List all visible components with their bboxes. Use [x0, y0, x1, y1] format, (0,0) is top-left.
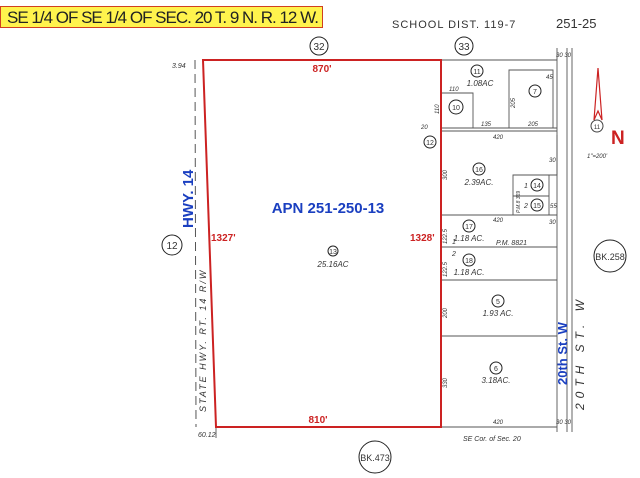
svg-text:16: 16 — [475, 167, 483, 174]
svg-text:P.M. 8821: P.M. 8821 — [496, 240, 527, 247]
svg-text:110: 110 — [449, 87, 459, 93]
svg-text:30: 30 — [549, 158, 556, 164]
block-12: 12 — [161, 234, 183, 256]
svg-text:11: 11 — [594, 125, 601, 131]
north-arrow-icon: 11 N 1"=200' — [587, 67, 625, 160]
svg-text:17: 17 — [465, 224, 473, 231]
svg-text:18: 18 — [465, 258, 473, 265]
block-32: 32 — [309, 36, 329, 56]
map-title: SE 1/4 OF SE 1/4 OF SEC. 20 T. 9 N. R. 1… — [0, 6, 323, 28]
svg-text:32: 32 — [313, 42, 325, 53]
hwy-14-label: HWY. 14 — [180, 169, 197, 228]
svg-text:15: 15 — [533, 203, 541, 210]
svg-text:1.18 AC.: 1.18 AC. — [454, 234, 485, 243]
nw-corner-dim: 3.94 — [172, 63, 186, 70]
street-label: 20th St. W — [555, 321, 570, 385]
book-258[interactable]: BK.258 — [593, 239, 627, 273]
svg-text:12: 12 — [166, 241, 178, 252]
svg-text:13: 13 — [329, 249, 337, 256]
svg-text:110: 110 — [435, 104, 441, 114]
svg-text:6: 6 — [494, 366, 498, 373]
svg-text:420: 420 — [493, 420, 504, 426]
svg-text:30: 30 — [549, 220, 556, 226]
se-corner-label: SE Cor. of Sec. 20 — [463, 436, 521, 443]
south-dimension: 810' — [308, 415, 327, 426]
svg-text:55: 55 — [550, 204, 557, 210]
school-district: SCHOOL DIST. 119-7 — [392, 19, 516, 31]
svg-text:20: 20 — [420, 125, 428, 131]
svg-text:BK.473: BK.473 — [360, 453, 390, 463]
svg-text:2: 2 — [451, 251, 456, 258]
sw-corner-dim: 60.12 — [198, 432, 216, 439]
parcel-7[interactable]: 7 — [528, 84, 542, 98]
parcel-12[interactable]: 12 — [423, 135, 437, 149]
svg-text:3.18AC.: 3.18AC. — [482, 376, 511, 385]
parcel-11[interactable]: 11 1.08AC — [467, 64, 494, 88]
north-dimension: 870' — [312, 64, 331, 75]
svg-text:205: 205 — [511, 97, 517, 109]
parcel-18[interactable]: 18 1.18 AC. — [454, 253, 485, 277]
parcel-5[interactable]: 5 1.93 AC. — [483, 294, 514, 318]
svg-text:2: 2 — [523, 203, 528, 210]
svg-text:1.08AC: 1.08AC — [467, 79, 494, 88]
state-hwy-label: STATE HWY. RT. 14 R/W — [198, 269, 208, 412]
svg-text:1.93 AC.: 1.93 AC. — [483, 309, 514, 318]
svg-text:5: 5 — [496, 299, 500, 306]
scale-label: 1"=200' — [587, 154, 608, 160]
book-473[interactable]: BK.473 — [358, 440, 392, 474]
svg-text:45: 45 — [546, 75, 553, 81]
parcel-14[interactable]: 14 — [530, 178, 544, 192]
apn-label: APN 251-250-13 — [272, 200, 385, 217]
west-dimension: 1327' — [211, 233, 236, 244]
dimension-labels: 110 110 20 135 205 205 45 30 30 420 300 … — [420, 53, 572, 443]
parcel-13: 13 — [327, 245, 339, 257]
svg-text:7: 7 — [533, 89, 537, 96]
parcel-16[interactable]: 16 2.39AC. — [464, 162, 494, 187]
svg-text:10: 10 — [452, 105, 460, 112]
block-33: 33 — [454, 36, 474, 56]
svg-text:30 30: 30 30 — [556, 53, 572, 59]
svg-text:33: 33 — [458, 42, 470, 53]
svg-text:1: 1 — [452, 239, 456, 246]
svg-text:30 30: 30 30 — [556, 420, 572, 426]
svg-text:12: 12 — [426, 140, 434, 147]
svg-text:14: 14 — [533, 183, 541, 190]
svg-text:11: 11 — [473, 69, 480, 76]
hwy-right-of-way — [194, 59, 197, 428]
svg-text:2.39AC.: 2.39AC. — [464, 178, 494, 187]
svg-text:420: 420 — [493, 135, 504, 141]
subject-parcel-outline[interactable] — [201, 59, 442, 428]
svg-text:200: 200 — [443, 307, 449, 319]
svg-text:300: 300 — [443, 169, 449, 180]
svg-text:BK.258: BK.258 — [595, 252, 625, 262]
svg-text:122.5: 122.5 — [443, 228, 449, 244]
svg-text:205: 205 — [527, 122, 539, 128]
svg-text:330: 330 — [443, 377, 449, 388]
east-dimension: 1328' — [410, 233, 435, 244]
svg-text:122.5: 122.5 — [443, 261, 449, 277]
parcel-6[interactable]: 6 3.18AC. — [482, 361, 511, 385]
svg-text:135: 135 — [481, 122, 492, 128]
parcel-17[interactable]: 17 1.18 AC. — [454, 219, 485, 243]
street-drawn-label: 20TH ST. W — [573, 295, 587, 411]
parcel-15[interactable]: 15 — [530, 198, 544, 212]
svg-text:1: 1 — [524, 183, 528, 190]
svg-text:P.M.8 369: P.M.8 369 — [516, 191, 522, 213]
svg-text:1.18 AC.: 1.18 AC. — [454, 268, 485, 277]
svg-text:420: 420 — [493, 218, 504, 224]
parcel-10[interactable]: 10 — [448, 99, 464, 115]
north-label: N — [611, 128, 625, 149]
page-number: 251-25 — [556, 16, 596, 31]
parcel-13-acreage: 25.16AC — [316, 260, 348, 269]
